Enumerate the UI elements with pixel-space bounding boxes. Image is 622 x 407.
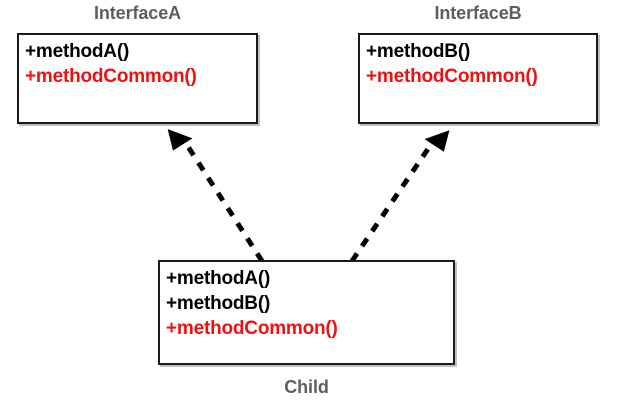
member-item: +methodCommon() [366, 66, 538, 87]
member-list-interface-b: +methodB() +methodCommon() [360, 35, 596, 89]
class-name-child: Child [284, 377, 329, 397]
dashed-line [349, 141, 435, 263]
member-item: +methodA() [166, 268, 271, 289]
class-box-interface-a[interactable]: +methodA() +methodCommon() [17, 33, 258, 124]
member-list-interface-a: +methodA() +methodCommon() [19, 35, 256, 89]
solid-triangle-arrowhead [167, 129, 193, 151]
member-item: +methodA() [25, 41, 130, 62]
class-name-interface-a: InterfaceA [93, 3, 182, 23]
class-box-interface-b[interactable]: +methodB() +methodCommon() [358, 33, 598, 124]
member-list-child: +methodA() +methodB() +methodCommon() [160, 262, 453, 341]
class-box-child[interactable]: +methodA() +methodB() +methodCommon() [158, 260, 455, 365]
solid-triangle-arrowhead [424, 130, 450, 152]
member-item: +methodCommon() [25, 66, 197, 87]
edge-child-realizes-interface-b [349, 130, 450, 263]
member-item: +methodB() [166, 293, 271, 314]
member-item: +methodB() [366, 41, 471, 62]
class-name-interface-b: InterfaceB [434, 3, 522, 23]
dashed-line [182, 140, 265, 263]
edge-child-realizes-interface-a [167, 129, 265, 263]
member-item: +methodCommon() [166, 318, 338, 339]
